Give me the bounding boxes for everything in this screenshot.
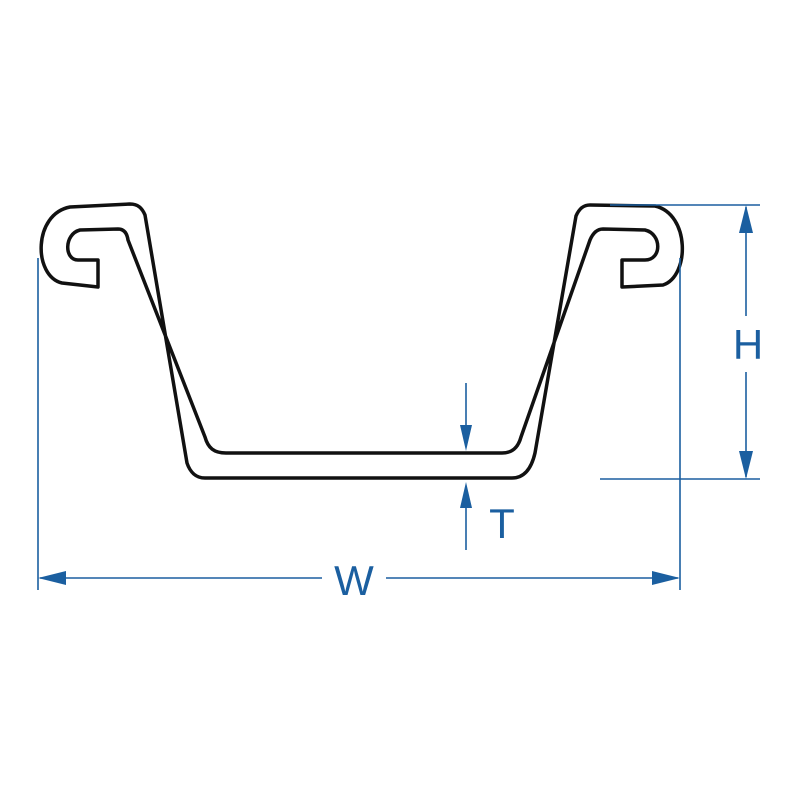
height-arrowhead-top — [739, 205, 753, 233]
thickness-label: T — [489, 500, 515, 547]
width-dimension: W — [37, 258, 681, 604]
thickness-arrowhead-upper — [460, 425, 472, 451]
height-dimension: H — [600, 204, 763, 480]
width-arrowhead-left — [38, 571, 66, 585]
thickness-dimension: T — [460, 383, 515, 550]
gutter-profile-outline — [39, 202, 684, 480]
height-label: H — [733, 321, 763, 368]
width-arrowhead-right — [652, 571, 680, 585]
height-arrowhead-bottom — [739, 451, 753, 479]
width-label: W — [334, 557, 374, 604]
thickness-arrowhead-lower — [460, 482, 472, 508]
